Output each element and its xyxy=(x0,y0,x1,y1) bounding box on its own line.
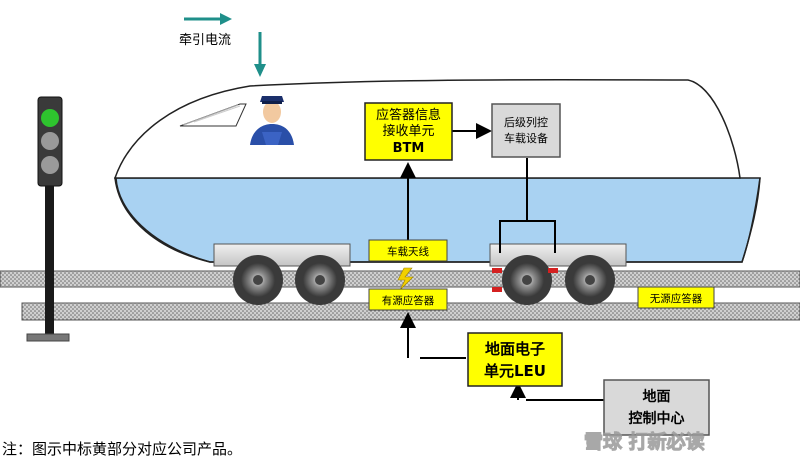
wheel xyxy=(565,255,615,305)
passive-balise-box: 无源应答器 xyxy=(637,286,715,309)
wheels xyxy=(233,255,615,305)
speed-sensor xyxy=(492,287,502,292)
down-arrow-icon xyxy=(254,64,266,77)
active-balise-box: 有源应答器 xyxy=(368,288,448,311)
watermark-text: 雪球 打新必读 xyxy=(584,430,705,453)
btm-line2: 接收单元 xyxy=(382,123,434,139)
green-signal-light xyxy=(41,109,59,127)
atp-line2: 车载设备 xyxy=(504,131,548,145)
connection-lines xyxy=(400,123,604,401)
watermark: 雪球 打新必读 xyxy=(584,430,706,454)
leu-line2: 单元LEU xyxy=(484,362,546,380)
speed-sensor xyxy=(548,268,558,273)
btm-line3: BTM xyxy=(393,141,425,156)
wireless-signal-icon xyxy=(397,267,414,291)
leu-line1: 地面电子 xyxy=(485,340,545,358)
btm-line1: 应答器信息 xyxy=(376,107,441,123)
control-line1: 地面 xyxy=(643,388,671,405)
active-balise-label: 有源应答器 xyxy=(382,294,435,307)
antenna-label: 车载天线 xyxy=(387,245,429,258)
leu-box: 地面电子 单元LEU xyxy=(467,332,563,387)
control-center-box: 地面 控制中心 xyxy=(603,379,710,436)
footnote: 注：图示中标黄部分对应公司产品。 xyxy=(2,440,242,458)
right-arrow-icon xyxy=(220,13,232,25)
wheel xyxy=(502,255,552,305)
speed-sensor xyxy=(492,268,502,273)
traction-current-arrows xyxy=(184,13,266,77)
wheel xyxy=(233,255,283,305)
antenna-box: 车载天线 xyxy=(368,239,448,262)
atp-line1: 后级列控 xyxy=(504,115,548,129)
passive-balise-label: 无源应答器 xyxy=(650,292,703,305)
wheel xyxy=(295,255,345,305)
btm-box: 应答器信息 接收单元 BTM xyxy=(364,102,453,161)
traction-current-label: 牵引电流 xyxy=(179,33,231,48)
driver-icon xyxy=(250,96,294,145)
signal-post xyxy=(26,96,70,342)
control-line2: 控制中心 xyxy=(629,410,685,427)
atp-box: 后级列控 车载设备 xyxy=(491,103,561,158)
